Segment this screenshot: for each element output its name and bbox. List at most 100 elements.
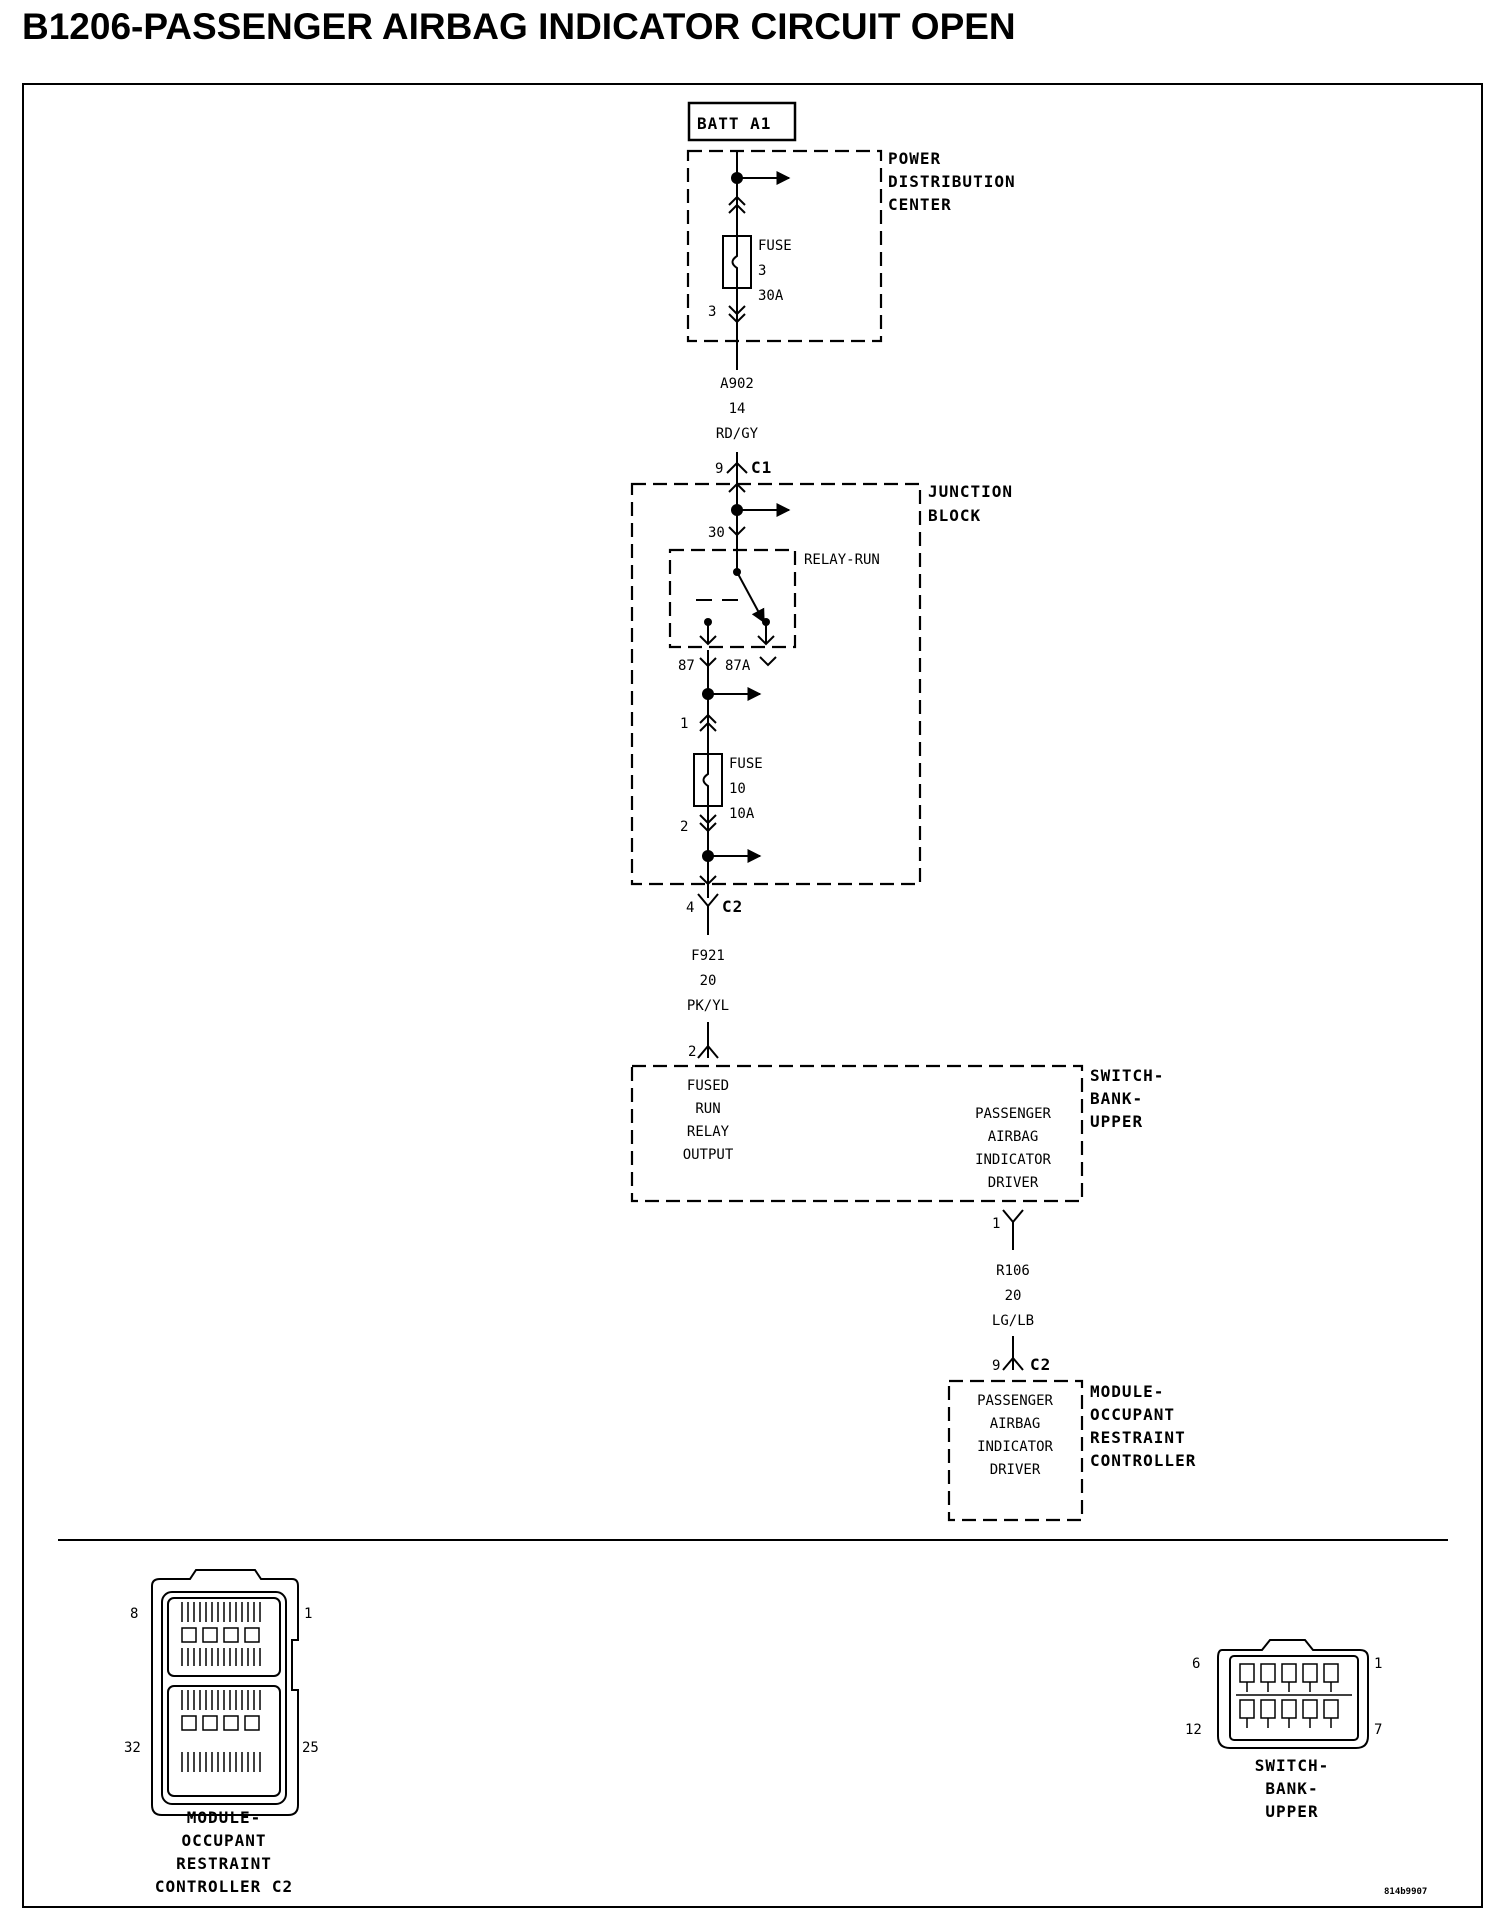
page-title: B1206-PASSENGER AIRBAG INDICATOR CIRCUIT… bbox=[22, 6, 1016, 47]
orc-c2-pin: 9 bbox=[992, 1358, 1000, 1374]
svg-text:R106: R106 bbox=[996, 1263, 1030, 1279]
svg-text:RUN: RUN bbox=[695, 1101, 720, 1117]
svg-text:INDICATOR: INDICATOR bbox=[977, 1439, 1053, 1455]
pdc-fuse-label: FUSE 3 30A bbox=[758, 238, 792, 304]
svg-text:MODULE-: MODULE- bbox=[187, 1808, 261, 1827]
svg-text:POWER: POWER bbox=[888, 149, 941, 168]
sbu-in-connector-symbol bbox=[697, 1044, 719, 1059]
sbu-pin-12: 12 bbox=[1185, 1722, 1202, 1738]
jb-pin-30: 30 bbox=[708, 525, 725, 541]
svg-text:LG/LB: LG/LB bbox=[992, 1313, 1034, 1329]
svg-text:CONTROLLER C2: CONTROLLER C2 bbox=[155, 1877, 293, 1896]
sbu-pin-7: 7 bbox=[1374, 1722, 1382, 1738]
pdc-box bbox=[686, 149, 883, 343]
jb-fuse-out-pin: 2 bbox=[680, 819, 688, 835]
orc-c2-pin-32: 32 bbox=[124, 1740, 141, 1756]
svg-text:FUSE: FUSE bbox=[729, 756, 763, 772]
svg-text:A902: A902 bbox=[720, 376, 754, 392]
jb-c2-pin: 4 bbox=[686, 900, 694, 916]
sbu-out-connector-symbol bbox=[1002, 1209, 1024, 1250]
jb-pin-87a: 87A bbox=[725, 658, 751, 674]
svg-text:MODULE-: MODULE- bbox=[1090, 1382, 1164, 1401]
c1-label: C1 bbox=[751, 458, 772, 477]
orc-label: MODULE- OCCUPANT RESTRAINT CONTROLLER bbox=[1090, 1382, 1196, 1470]
orc-c2-pin-8: 8 bbox=[130, 1606, 138, 1622]
diagram-frame bbox=[22, 83, 1483, 1908]
switch-bank-driver-label: PASSENGER AIRBAG INDICATOR DRIVER bbox=[975, 1106, 1051, 1191]
c1-pin: 9 bbox=[715, 461, 723, 477]
batt-box bbox=[687, 101, 797, 142]
svg-text:BLOCK: BLOCK bbox=[928, 506, 981, 525]
svg-text:AIRBAG: AIRBAG bbox=[990, 1416, 1041, 1432]
svg-text:DRIVER: DRIVER bbox=[990, 1462, 1041, 1478]
sbu-connector-label: SWITCH- BANK- UPPER bbox=[1255, 1756, 1329, 1821]
svg-text:PASSENGER: PASSENGER bbox=[977, 1393, 1053, 1409]
orc-c2-connector-face bbox=[151, 1569, 299, 1816]
jb-fuse-in-pin: 1 bbox=[680, 716, 688, 732]
orc-c2-pin-1: 1 bbox=[304, 1606, 312, 1622]
svg-text:DRIVER: DRIVER bbox=[988, 1175, 1039, 1191]
svg-text:FUSE: FUSE bbox=[758, 238, 792, 254]
sbu-pin-6: 6 bbox=[1192, 1656, 1200, 1672]
jb-c2-label: C2 bbox=[722, 897, 743, 916]
orc-c2-connector-symbol bbox=[1002, 1356, 1024, 1371]
svg-text:SWITCH-: SWITCH- bbox=[1090, 1066, 1164, 1085]
relay-run-label: RELAY-RUN bbox=[804, 552, 880, 568]
orc-c2-label: C2 bbox=[1030, 1355, 1051, 1374]
pdc-cavity-number: 3 bbox=[708, 304, 716, 320]
orc-box bbox=[947, 1379, 1084, 1522]
svg-text:UPPER: UPPER bbox=[1090, 1112, 1143, 1131]
orc-c2-pin-25: 25 bbox=[302, 1740, 319, 1756]
jb-fuse-label: FUSE 10 10A bbox=[729, 756, 763, 822]
relay-contact-arm bbox=[736, 571, 765, 624]
jb-pin-87: 87 bbox=[678, 658, 695, 674]
wire-a902-label: A902 14 RD/GY bbox=[716, 376, 759, 442]
svg-text:UPPER: UPPER bbox=[1265, 1802, 1318, 1821]
svg-text:OUTPUT: OUTPUT bbox=[683, 1147, 734, 1163]
svg-text:RESTRAINT: RESTRAINT bbox=[176, 1854, 272, 1873]
svg-text:PASSENGER: PASSENGER bbox=[975, 1106, 1051, 1122]
pdc-label: POWER DISTRIBUTION CENTER bbox=[888, 149, 1016, 214]
svg-text:OCCUPANT: OCCUPANT bbox=[1090, 1405, 1175, 1424]
svg-text:SWITCH-: SWITCH- bbox=[1255, 1756, 1329, 1775]
svg-text:INDICATOR: INDICATOR bbox=[975, 1152, 1051, 1168]
sbu-in-pin: 2 bbox=[688, 1044, 696, 1060]
sbu-connector-face bbox=[1217, 1639, 1369, 1749]
svg-text:FUSED: FUSED bbox=[687, 1078, 729, 1094]
svg-text:AIRBAG: AIRBAG bbox=[988, 1129, 1039, 1145]
svg-text:RD/GY: RD/GY bbox=[716, 426, 759, 442]
svg-text:CONTROLLER: CONTROLLER bbox=[1090, 1451, 1196, 1470]
svg-text:BANK-: BANK- bbox=[1265, 1779, 1318, 1798]
wire-r106-label: R106 20 LG/LB bbox=[992, 1263, 1034, 1329]
svg-text:20: 20 bbox=[1005, 1288, 1022, 1304]
pin-87a-chevron bbox=[759, 656, 777, 667]
svg-text:F921: F921 bbox=[691, 948, 725, 964]
orc-c2-connector-label: MODULE- OCCUPANT RESTRAINT CONTROLLER C2 bbox=[155, 1808, 293, 1896]
svg-text:RESTRAINT: RESTRAINT bbox=[1090, 1428, 1186, 1447]
svg-text:14: 14 bbox=[729, 401, 746, 417]
svg-text:10A: 10A bbox=[729, 806, 755, 822]
relay-run-box bbox=[668, 548, 797, 649]
svg-text:OCCUPANT: OCCUPANT bbox=[181, 1831, 266, 1850]
switch-bank-input-label: FUSED RUN RELAY OUTPUT bbox=[683, 1078, 734, 1163]
junction-block-box bbox=[630, 482, 922, 886]
junction-block-label: JUNCTION BLOCK bbox=[928, 482, 1013, 525]
svg-text:JUNCTION: JUNCTION bbox=[928, 482, 1013, 501]
figure-code: 814b9907 bbox=[1384, 1887, 1427, 1897]
svg-text:BANK-: BANK- bbox=[1090, 1089, 1143, 1108]
svg-text:PK/YL: PK/YL bbox=[687, 998, 729, 1014]
wire-f921-label: F921 20 PK/YL bbox=[687, 948, 729, 1014]
svg-text:30A: 30A bbox=[758, 288, 784, 304]
jb-c2-connector-symbol bbox=[697, 893, 719, 935]
svg-text:20: 20 bbox=[700, 973, 717, 989]
orc-driver-label: PASSENGER AIRBAG INDICATOR DRIVER bbox=[977, 1393, 1053, 1478]
svg-text:CENTER: CENTER bbox=[888, 195, 952, 214]
switch-bank-label: SWITCH- BANK- UPPER bbox=[1090, 1066, 1164, 1131]
svg-text:DISTRIBUTION: DISTRIBUTION bbox=[888, 172, 1016, 191]
svg-text:RELAY: RELAY bbox=[687, 1124, 730, 1140]
switch-bank-box bbox=[630, 1064, 1084, 1203]
svg-text:3: 3 bbox=[758, 263, 766, 279]
sbu-out-pin: 1 bbox=[992, 1216, 1000, 1232]
sbu-pin-1: 1 bbox=[1374, 1656, 1382, 1672]
